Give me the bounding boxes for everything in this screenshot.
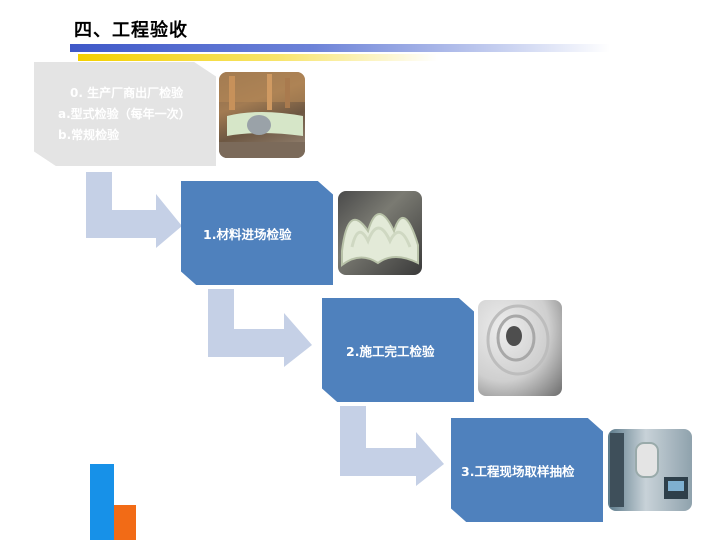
step-3-label: 3.工程现场取样抽检: [461, 463, 575, 479]
step-2-box: 2.施工完工检验: [322, 298, 474, 402]
logo-blue-block: [90, 464, 114, 540]
step-0-line-2: a.型式检验（每年一次）: [58, 106, 191, 121]
step-2-label: 2.施工完工检验: [346, 343, 435, 359]
step-0-line-1: 0. 生产厂商出厂检验: [70, 85, 184, 100]
title-underline-blue: [70, 44, 610, 52]
step-3-box: 3.工程现场取样抽检: [451, 418, 603, 522]
step-0-line-3: b.常规检验: [58, 127, 120, 142]
step-1-box: 1.材料进场检验: [181, 181, 333, 285]
factory-pipe-photo: [219, 72, 305, 158]
material-sample-photo: [338, 191, 422, 275]
step-0-box: 0. 生产厂商出厂检验 a.型式检验（每年一次） b.常规检验: [34, 62, 216, 166]
pipe-interior-photo: [478, 300, 562, 396]
flow-arrow-2: [208, 289, 312, 367]
testing-machine-photo: [608, 429, 692, 511]
step-1-label: 1.材料进场检验: [203, 226, 292, 242]
title-underline-yellow: [78, 54, 438, 61]
flow-arrow-1: [86, 172, 182, 248]
flow-arrow-3: [340, 406, 444, 486]
page-title: 四、工程验收: [74, 20, 188, 41]
logo-orange-block: [114, 505, 136, 540]
